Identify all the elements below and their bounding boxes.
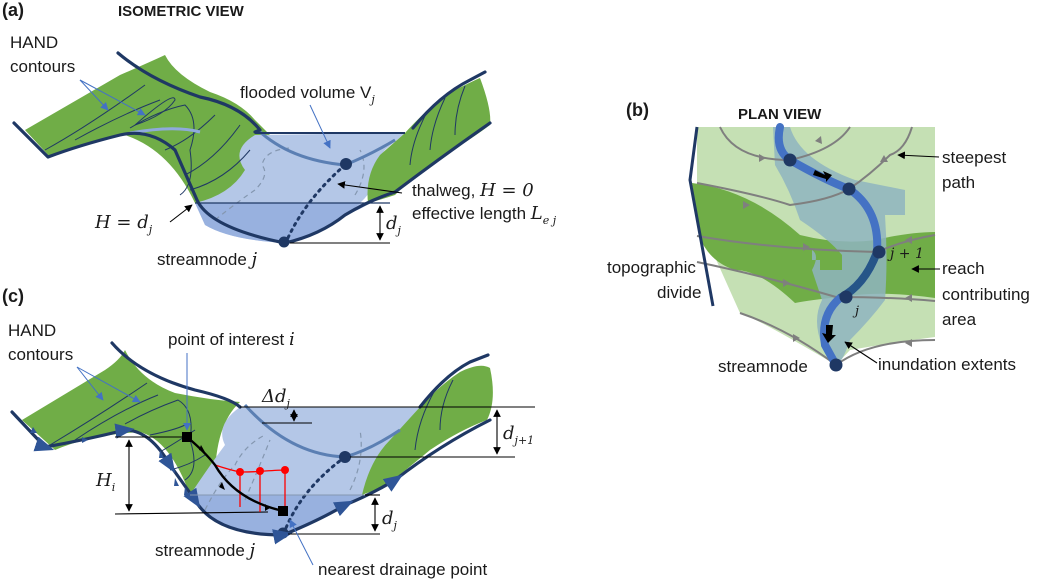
outlet-streamnode [829, 358, 843, 372]
flow-direction-arrow [813, 170, 832, 182]
panel-a-isometric-view: (a) ISOMETRIC VIEW [2, 0, 557, 270]
hand-label-line1: HAND [10, 33, 58, 52]
panel-a-letter: (a) [2, 0, 24, 20]
upstream-node [340, 158, 352, 170]
right-terrain-slope [367, 78, 491, 203]
topographic-divide-label-1: topographic [607, 258, 696, 277]
depth-dj-label: dj [386, 213, 402, 237]
panel-c-isometric-with-poi: (c) [2, 286, 535, 579]
stream-node [783, 153, 797, 167]
stream-node-j [839, 290, 853, 304]
effective-length-label: effective length Le j [412, 203, 557, 227]
panel-b-letter: (b) [626, 100, 649, 120]
flooded-volume-below-depth [195, 203, 370, 243]
red-flowpath-network [214, 464, 286, 512]
thalweg-label: thalweg, H = 0 [412, 180, 534, 201]
d-j-label: dj [382, 508, 398, 532]
flow-direction-arrowheads [743, 136, 912, 347]
reach-contributing-label-3: area [942, 310, 977, 329]
reach-contributing-label-1: reach [942, 259, 985, 278]
thalweg-dotted [285, 163, 347, 242]
flooded-volume-label: flooded volume Vj [240, 83, 375, 106]
point-of-interest-label: point of interest i [168, 329, 295, 350]
node-j-label: j [852, 304, 859, 319]
topographic-divide-label-2: divide [657, 283, 701, 302]
stream-node-j-plus-1 [872, 245, 886, 259]
hand-contour-lines [44, 84, 466, 196]
hand-label-line1: HAND [8, 321, 56, 340]
panel-c-letter: (c) [2, 286, 24, 306]
upstream-node [339, 451, 351, 463]
h-i-label: Hi [95, 470, 115, 494]
streamnode-label: streamnode [718, 357, 808, 376]
panel-b-title: PLAN VIEW [738, 106, 822, 123]
hand-label-line2: contours [10, 57, 75, 76]
hand-label-line2: contours [8, 345, 73, 364]
point-of-interest-marker [182, 432, 192, 442]
flow-direction-arrow [822, 325, 836, 343]
streamnode-j-label: streamnode j [157, 249, 258, 270]
steepest-path-label-1: steepest [942, 148, 1007, 167]
panel-a-title: ISOMETRIC VIEW [118, 3, 245, 20]
topographic-divide-line [688, 126, 715, 307]
flowpath-arrowheads [30, 427, 189, 495]
steepest-descent-path [186, 436, 284, 513]
red-node [281, 466, 289, 474]
h-equals-dj-label: H = dj [94, 212, 153, 236]
delta-d-label: Δdj [261, 386, 291, 410]
streamnode-j-label: streamnode j [155, 540, 256, 561]
panel-b-plan-view: (b) PLAN VIEW [607, 100, 1030, 376]
red-node [256, 467, 264, 475]
inundation-extents [773, 127, 905, 362]
stream-node [842, 182, 856, 196]
d-next-label: dj+1 [503, 423, 534, 447]
inundation-extents-label: inundation extents [878, 355, 1016, 374]
steepest-path-label-2: path [942, 173, 975, 192]
reach-contributing-label-2: contributing [942, 285, 1030, 304]
node-j-plus-1-label: j + 1 [887, 246, 924, 262]
nearest-drainage-point-label: nearest drainage point [318, 560, 487, 579]
path-arrowheads [199, 445, 270, 511]
nearest-drainage-point-marker [278, 506, 288, 516]
red-node [236, 468, 244, 476]
